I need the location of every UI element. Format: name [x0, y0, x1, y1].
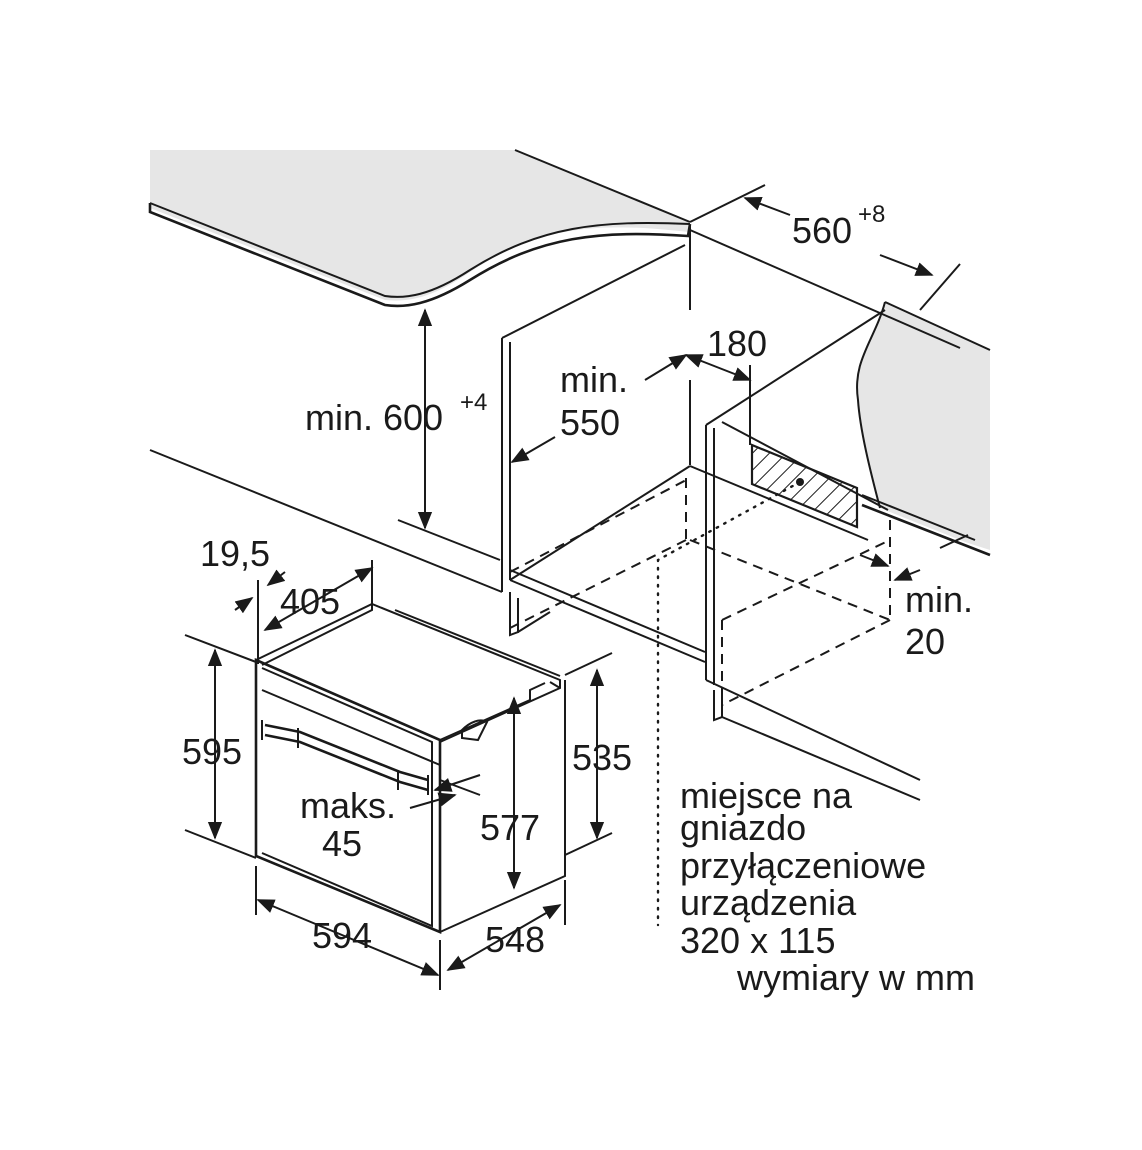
label-handle-max-a: maks. — [300, 785, 396, 826]
countertop-right — [856, 301, 991, 557]
label-inner-height: 577 — [480, 807, 540, 848]
label-niche-width-tol: +8 — [858, 201, 885, 228]
note-socket-line5: 320 x 115 — [680, 920, 835, 961]
label-oven-height: 595 — [182, 731, 242, 772]
hidden-edges — [509, 477, 891, 706]
label-depth-min-b: 550 — [560, 402, 620, 443]
cabinet-niche — [149, 225, 961, 801]
label-handle-max-b: 45 — [322, 823, 362, 864]
dimension-lines — [184, 184, 961, 990]
label-socket-offset: 180 — [707, 323, 767, 364]
label-gap-min-b: 20 — [905, 621, 945, 662]
label-top-depth: 405 — [280, 581, 340, 622]
label-depth-min-a: min. — [560, 359, 628, 400]
label-body-height: 535 — [572, 737, 632, 778]
oven — [254, 602, 566, 934]
label-oven-width: 594 — [312, 915, 372, 956]
socket-leader — [656, 480, 802, 927]
countertop — [148, 149, 692, 308]
label-niche-height-tol: +4 — [460, 389, 487, 416]
label-front-thickness: 19,5 — [200, 533, 270, 574]
label-oven-depth: 548 — [485, 919, 545, 960]
label-gap-min-a: min. — [905, 579, 973, 620]
note-socket-line4: urządzenia — [680, 882, 857, 923]
note-socket-line1: miejsce na — [680, 775, 853, 816]
label-niche-height: min. 600 — [305, 397, 443, 438]
note-socket-line2: gniazdo — [680, 807, 806, 848]
note-units: wymiary w mm — [736, 957, 975, 998]
label-niche-width: 560 — [792, 210, 852, 251]
note-socket-line3: przyłączeniowe — [680, 845, 926, 886]
socket-area — [750, 443, 859, 529]
